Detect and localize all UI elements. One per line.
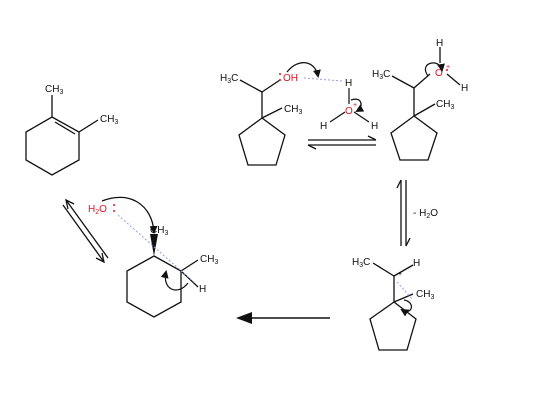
carbocation-h3c-label: H3C [352,257,370,269]
lone-pair-dot [279,79,281,81]
hydronium-plus-label: + [353,102,357,109]
hydronium-h-right-label: H [371,121,378,132]
carbocation-molecule [369,262,417,351]
lone-pair-dot [113,210,115,212]
alcohol-ch3-label: CH3 [284,104,302,116]
cyclohexyl-h2o-label: H2O [88,204,107,216]
oxonium-h3c-label: H3C [372,69,390,81]
lone-pair-dot [113,204,115,206]
water-loss-label: - H2O [413,208,438,220]
carbocation-plus-label: + [398,271,402,278]
curved-arrow-proton [350,98,365,112]
alkene-ch3-right-label: CH3 [100,114,118,126]
oxonium-o-label: O [435,68,443,79]
forward-arrow-head [236,312,252,324]
equilibrium-arrow-1 [307,135,377,150]
oxonium-molecule [390,47,461,161]
oxonium-plus-label: + [446,64,450,71]
alcohol-h3c-label: H3C [220,73,238,85]
curved-arrow-attack [286,62,321,78]
cyclohexyl-molecule [126,255,199,318]
oxonium-h-top-label: H [436,38,443,49]
equilibrium-arrow-3 [62,198,109,264]
equilibrium-arrow-2 [396,179,411,247]
hydronium-o-label: O [345,106,353,117]
alcohol-molecule [238,79,286,166]
cyclohexyl-ch3-right-label: CH3 [200,254,218,266]
dashed-interaction [396,281,414,301]
alkene-molecule [25,95,99,176]
alcohol-oh-label: OH [283,73,298,84]
carbocation-h-label: H [413,258,420,269]
curved-arrow-deprotonation [101,196,158,234]
alkene-ch3-top-label: CH3 [45,84,63,96]
curved-arrow-hydride-shift [400,299,412,317]
lone-pair-dot [279,73,281,75]
cyclohexyl-h-label: H [199,284,206,295]
hydronium-ion [329,88,370,123]
oxonium-h-right-label: H [461,83,468,94]
carbocation-ch3-label: CH3 [416,289,434,301]
wedge-bond [150,234,158,256]
hydronium-h-top-label: H [345,78,352,89]
dashed-interaction [303,77,343,82]
curved-arrow-elimination [160,270,189,291]
lone-pair-dot [446,69,448,71]
dashed-interaction [117,214,197,285]
oxonium-ch3-label: CH3 [436,99,454,111]
hydronium-h-left-label: H [320,121,327,132]
curved-arrow-leaving [425,62,445,77]
